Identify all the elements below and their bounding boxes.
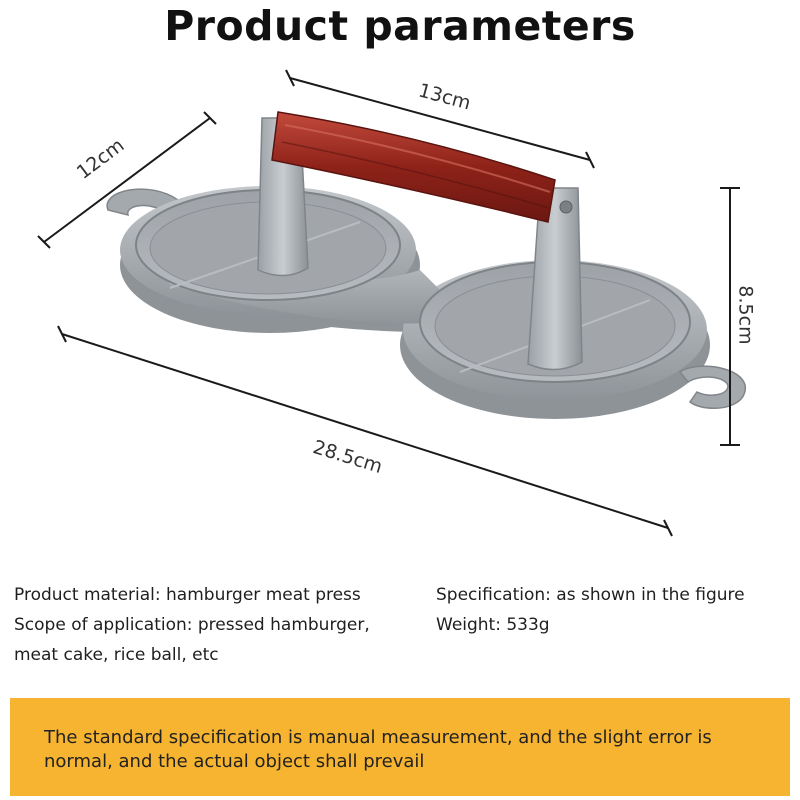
page-title: Product parameters	[164, 2, 636, 50]
notice-text: The standard specification is manual mea…	[44, 727, 712, 772]
dimension-lines	[37, 69, 740, 537]
spec-specification: Specification: as shown in the figure	[436, 585, 745, 605]
spec-material: Product material: hamburger meat press	[14, 585, 361, 605]
specs-right-column: Specification: as shown in the figure We…	[436, 580, 796, 640]
product-illustration	[37, 69, 746, 537]
specs-left-column: Product material: hamburger meat press S…	[14, 580, 429, 670]
dimension-label-height: 8.5cm	[734, 285, 757, 345]
wooden-handle	[271, 111, 556, 223]
spec-scope-continued: meat cake, rice ball, etc	[14, 645, 219, 665]
press-base	[106, 186, 746, 419]
spec-weight: Weight: 533g	[436, 615, 550, 635]
spec-scope: Scope of application: pressed hamburger,	[14, 615, 370, 635]
notice-banner: The standard specification is manual mea…	[10, 698, 790, 796]
